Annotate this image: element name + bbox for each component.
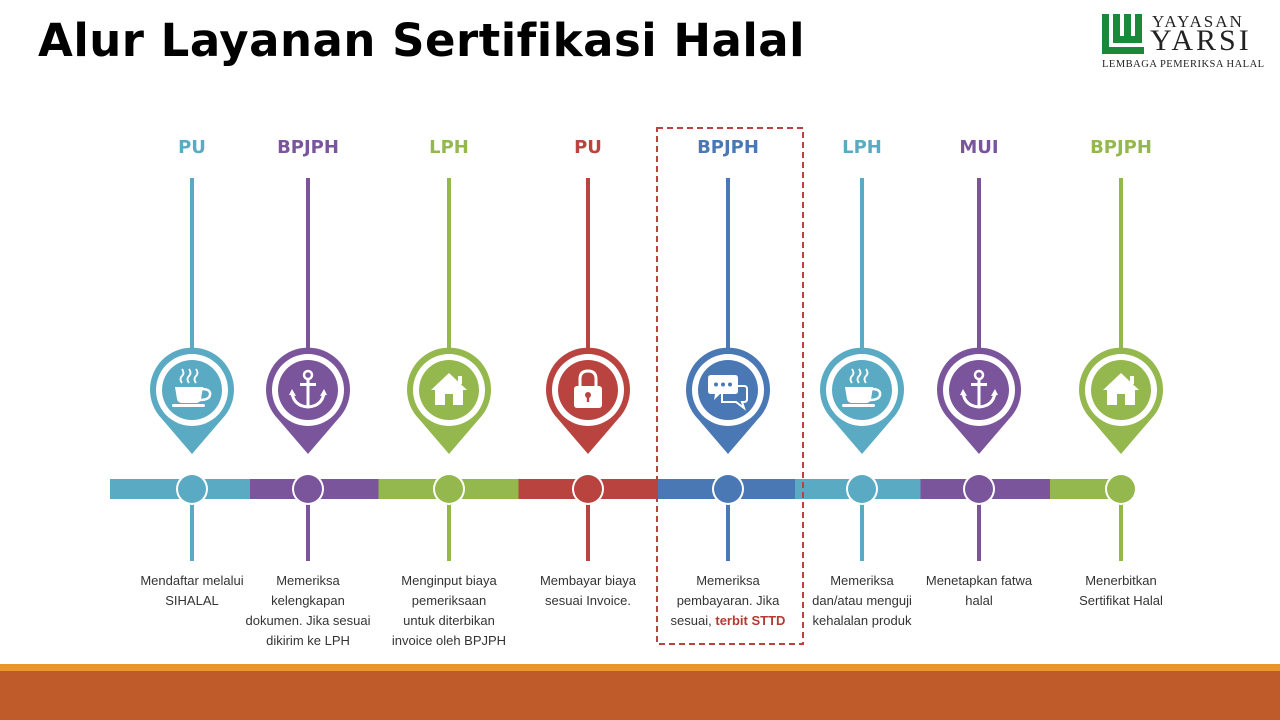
step-node xyxy=(435,475,463,503)
step-description-line: Sertifikat Halal xyxy=(1079,593,1163,608)
step-connector-line xyxy=(447,489,451,561)
yarsi-logo-mark-icon xyxy=(1102,14,1144,54)
step-description-line: pemeriksaan xyxy=(411,593,487,608)
step-actor-label: BPJPH xyxy=(1090,137,1152,158)
yarsi-logo: YAYASAN YARSI LEMBAGA PEMERIKSA HALAL xyxy=(1100,12,1270,72)
coffee-cup-icon xyxy=(172,368,212,407)
footer-accent-bar xyxy=(0,664,1280,671)
step-node xyxy=(294,475,322,503)
step-description-line: kehalalan produk xyxy=(812,613,912,628)
step-description-line: invoice oleh BPJPH xyxy=(391,633,507,648)
step-connector-line xyxy=(447,178,451,358)
house-icon xyxy=(1103,373,1139,405)
coffee-cup-icon xyxy=(842,368,882,407)
step-actor-label: BPJPH xyxy=(277,137,339,158)
step-description-line: Membayar biaya xyxy=(539,573,637,588)
step-description-highlight: terbit STTD xyxy=(715,613,786,628)
step-description-line: SIHALAL xyxy=(165,593,219,608)
step-node xyxy=(178,475,206,503)
step-connector-line xyxy=(190,489,194,561)
step-description: Membayar biaya sesuai Invoice. xyxy=(519,571,657,611)
anchor-icon xyxy=(960,369,998,409)
anchor-icon xyxy=(289,369,327,409)
step-description-line: Menerbitkan xyxy=(1085,573,1157,588)
step-description-line: untuk diterbikan xyxy=(403,613,495,628)
footer-bar xyxy=(0,671,1280,720)
logo-line-3: LEMBAGA PEMERIKSA HALAL xyxy=(1102,59,1265,70)
step-node xyxy=(574,475,602,503)
page-title: Alur Layanan Sertifikasi Halal xyxy=(38,14,806,67)
step-description-line: dikirim ke LPH xyxy=(266,633,350,648)
step-connector-line xyxy=(977,489,981,561)
highlight-box xyxy=(656,127,804,645)
chat-bubbles-icon xyxy=(708,375,748,411)
step-description-line: halal xyxy=(965,593,993,608)
step-description-line: Mendaftar melalui xyxy=(140,573,244,588)
step-connector-line xyxy=(306,178,310,358)
step-actor-label: LPH xyxy=(842,137,882,158)
step-actor-label: PU xyxy=(178,137,206,158)
step-connector-line xyxy=(977,178,981,358)
step-connector-line xyxy=(726,178,730,358)
step-actor-label: LPH xyxy=(429,137,469,158)
step-connector-line xyxy=(1119,178,1123,358)
step-connector-line xyxy=(726,489,730,561)
step-description: Menetapkan fatwa halal xyxy=(910,571,1048,611)
step-actor-label: BPJPH xyxy=(697,137,759,158)
step-description-line: dokumen. Jika sesuai xyxy=(245,613,371,628)
step-node xyxy=(714,475,742,503)
timeline-segment xyxy=(1050,479,1121,499)
step-connector-line xyxy=(1119,489,1123,561)
step-description-line: pembayaran. Jika xyxy=(676,593,780,608)
step-description-line: Memeriksa xyxy=(696,573,760,588)
step-node xyxy=(965,475,993,503)
step-description-line: dan/atau menguji xyxy=(812,593,912,608)
step-description: Menginput biaya pemeriksaan untuk diterbik… xyxy=(380,571,518,651)
step-description-line: Menginput biaya xyxy=(401,573,497,588)
step-node xyxy=(1107,475,1135,503)
step-description-line: Menetapkan fatwa xyxy=(925,573,1033,588)
step-description-line: sesuai, xyxy=(670,613,712,628)
step-connector-line xyxy=(586,178,590,358)
step-connector-line xyxy=(306,489,310,561)
step-description: Memeriksa kelengkapan dokumen. Jika sesuai… xyxy=(239,571,377,651)
step-description: Memeriksa pembayaran. Jika sesuai, terbit … xyxy=(659,571,797,631)
step-connector-line xyxy=(860,489,864,561)
logo-line-2: YARSI xyxy=(1150,24,1252,57)
step-connector-line xyxy=(586,489,590,561)
step-connector-line xyxy=(860,178,864,358)
step-description-line: kelengkapan xyxy=(271,593,345,608)
step-description-line: sesuai Invoice. xyxy=(545,593,631,608)
logo-line-1: YAYASAN xyxy=(1152,12,1244,31)
step-actor-label: MUI xyxy=(959,137,998,158)
step-actor-label: PU xyxy=(574,137,602,158)
step-connector-line xyxy=(190,178,194,358)
house-icon xyxy=(431,373,467,405)
padlock-icon xyxy=(574,369,602,408)
step-description-line: Memeriksa xyxy=(276,573,340,588)
step-description-line: Memeriksa xyxy=(830,573,894,588)
step-node xyxy=(848,475,876,503)
step-description: Memeriksa dan/atau menguji kehalalan produ… xyxy=(793,571,931,631)
